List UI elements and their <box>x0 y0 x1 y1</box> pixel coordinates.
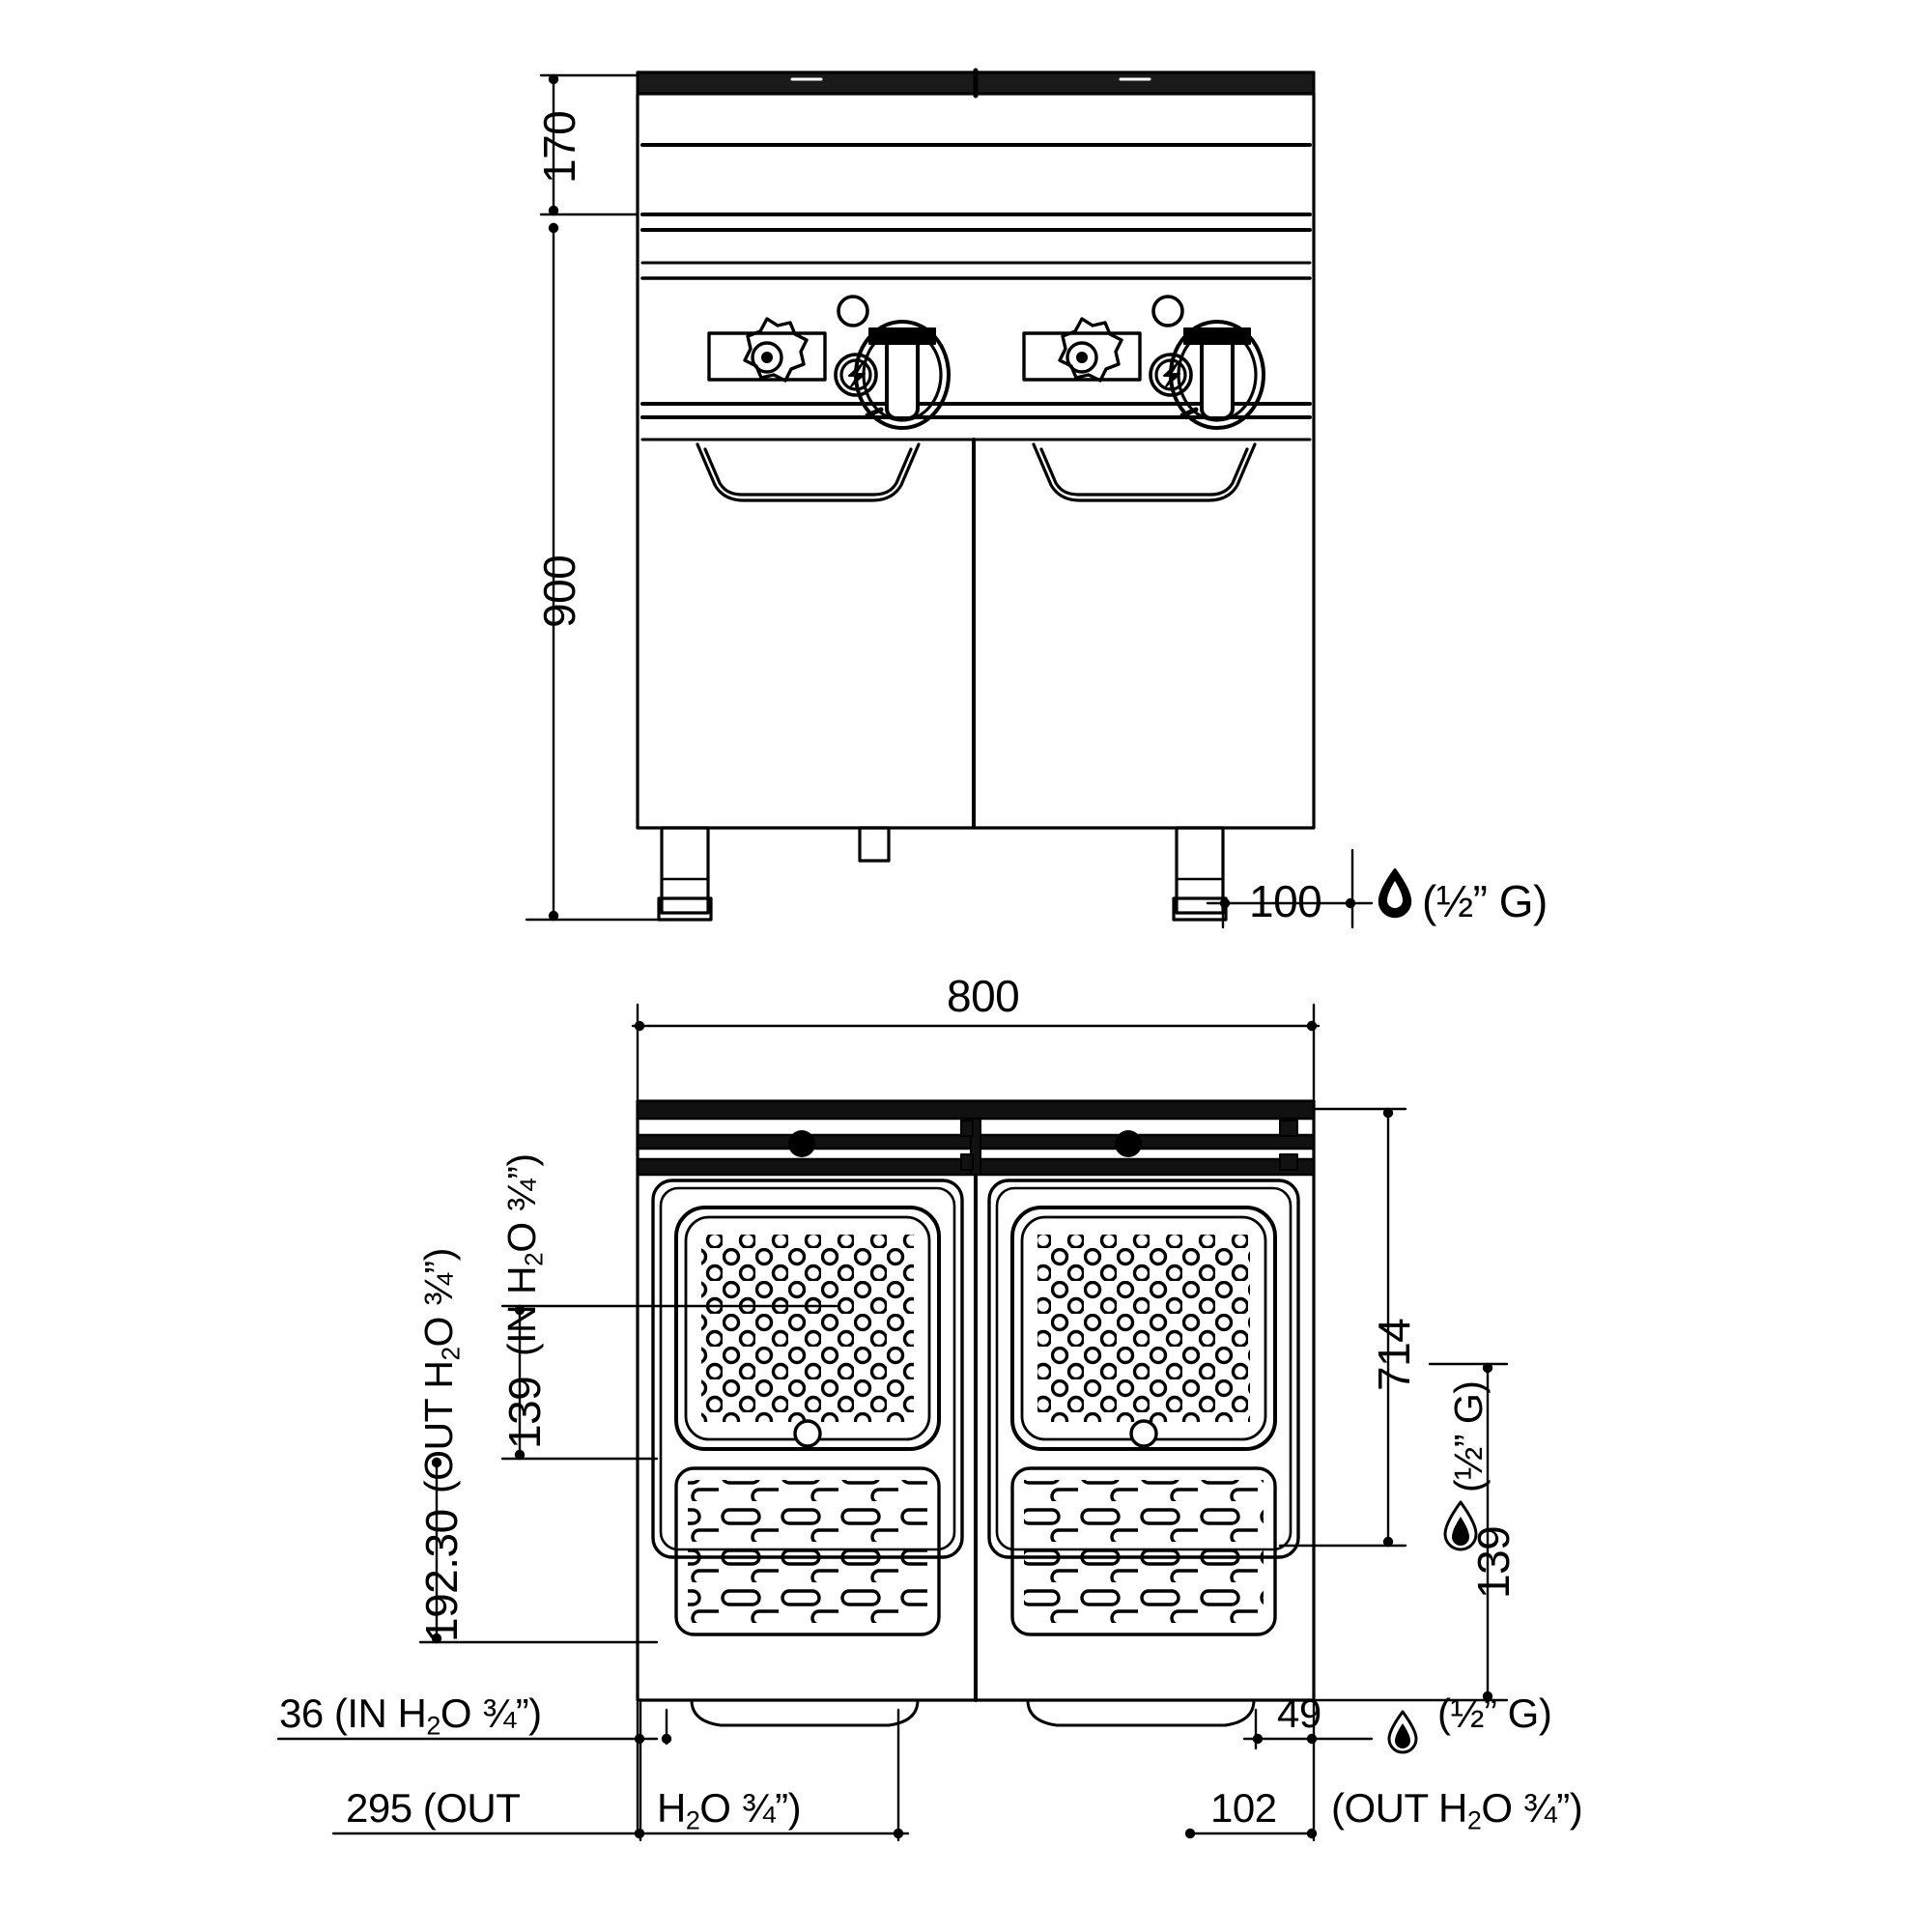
dimension-139-left: 139 <box>499 1376 550 1449</box>
gas-valve-right <box>1022 317 1142 383</box>
out102-suffix: O ¾”) <box>1481 1785 1583 1831</box>
out-h2o-suffix: O ¾”) <box>416 1248 461 1348</box>
in-h2o-prefix: (IN H <box>499 1265 544 1356</box>
out295-h: H <box>657 1785 686 1831</box>
out-h2o-prefix: (OUT H <box>416 1360 461 1493</box>
drain-tray-left <box>674 1466 941 1636</box>
front-view-dimensions <box>525 73 1412 929</box>
rear-rail <box>636 1099 1316 1177</box>
label-in-h2o-36: 36 (IN H2O ¾”) <box>279 1693 542 1739</box>
legs-front <box>657 826 1228 922</box>
gas-label-front: (½” G) <box>1422 876 1548 926</box>
dimension-170: 170 <box>534 110 584 184</box>
dimension-900: 900 <box>534 554 584 628</box>
gas-drop-icon-plan <box>1443 1500 1478 1551</box>
gas-label-bottom: (½” G) <box>1437 1690 1552 1736</box>
label-out-h2o-102: (OUT H2O ¾”) <box>1331 1785 1583 1835</box>
connection-point-left <box>788 1130 815 1157</box>
indicator-lamp-right <box>1151 295 1184 327</box>
dimension-49: 49 <box>1277 1690 1321 1736</box>
front-elevation-group <box>636 68 1316 922</box>
subscript-2e: 2 <box>1466 1805 1482 1835</box>
subscript-2b: 2 <box>436 1347 466 1361</box>
subscript-2d: 2 <box>685 1805 700 1835</box>
thermostat-knob-right <box>1169 320 1265 430</box>
gas-valve-left <box>707 317 827 383</box>
basket-left <box>674 1206 941 1451</box>
thermostat-knob-left <box>854 320 951 430</box>
legs-plan <box>690 1698 1256 1727</box>
dimension-192-30: 192.30 <box>416 1509 467 1642</box>
label-out-h2o-295a: 295 (OUT <box>346 1785 521 1831</box>
tank-right <box>987 1179 1300 1636</box>
in-h2o-suffix: O ¾”) <box>499 1153 544 1253</box>
indicator-lamp-left <box>837 295 869 327</box>
plan-view-group <box>636 1099 1316 1727</box>
dimension-102: 102 <box>1210 1785 1277 1831</box>
label-in-h2o-left: (IN H2O ¾”) <box>499 1153 549 1356</box>
out102-prefix: (OUT H <box>1331 1785 1467 1831</box>
in36-prefix: 36 (IN H <box>279 1690 427 1736</box>
subscript-2: 2 <box>519 1252 549 1266</box>
dimension-139-right: 139 <box>1468 1525 1519 1599</box>
out295-tail: O ¾”) <box>699 1785 802 1831</box>
dimension-100: 100 <box>1249 876 1322 926</box>
tank-left <box>651 1179 964 1636</box>
label-out-h2o-left: (OUT H2O ¾”) <box>416 1248 466 1493</box>
in36-suffix: O ¾”) <box>440 1690 542 1736</box>
gas-label-plan-right: (½” G) <box>1446 1380 1491 1492</box>
drain-tray-right <box>1010 1466 1277 1636</box>
dimension-714: 714 <box>1369 1318 1419 1391</box>
basket-right <box>1010 1206 1277 1451</box>
plan-view-dimensions <box>276 1003 1509 1842</box>
dimension-800: 800 <box>947 971 1020 1021</box>
subscript-2c: 2 <box>426 1711 440 1741</box>
connection-point-right <box>1115 1130 1142 1157</box>
gas-drop-icon-bottom <box>1387 1710 1418 1754</box>
label-out-h2o-295b: H2O ¾”) <box>657 1785 802 1835</box>
